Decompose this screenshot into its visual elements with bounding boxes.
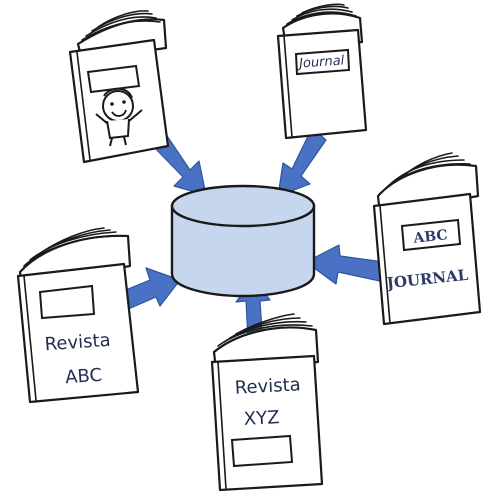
journal-label: Journal [296,53,346,71]
revista-label: Revista [44,330,111,356]
book-left: Revista ABC [16,227,140,404]
arrows [103,127,385,361]
xyz-title: XYZ [243,407,280,430]
book-top-left [68,10,170,164]
abc-title: ABC [64,365,102,389]
cartoon-character-icon [95,87,143,147]
book-bottom: Revista XYZ [210,313,324,491]
arrow-from-right [305,244,385,285]
database-icon [170,184,316,298]
revista-label-bottom: Revista [234,374,301,398]
book-top-right: Journal [276,3,368,140]
arrow-from-top-right [277,127,327,197]
book-right: ABC JOURNAL [372,152,482,326]
abc-label: ABC [412,227,449,247]
